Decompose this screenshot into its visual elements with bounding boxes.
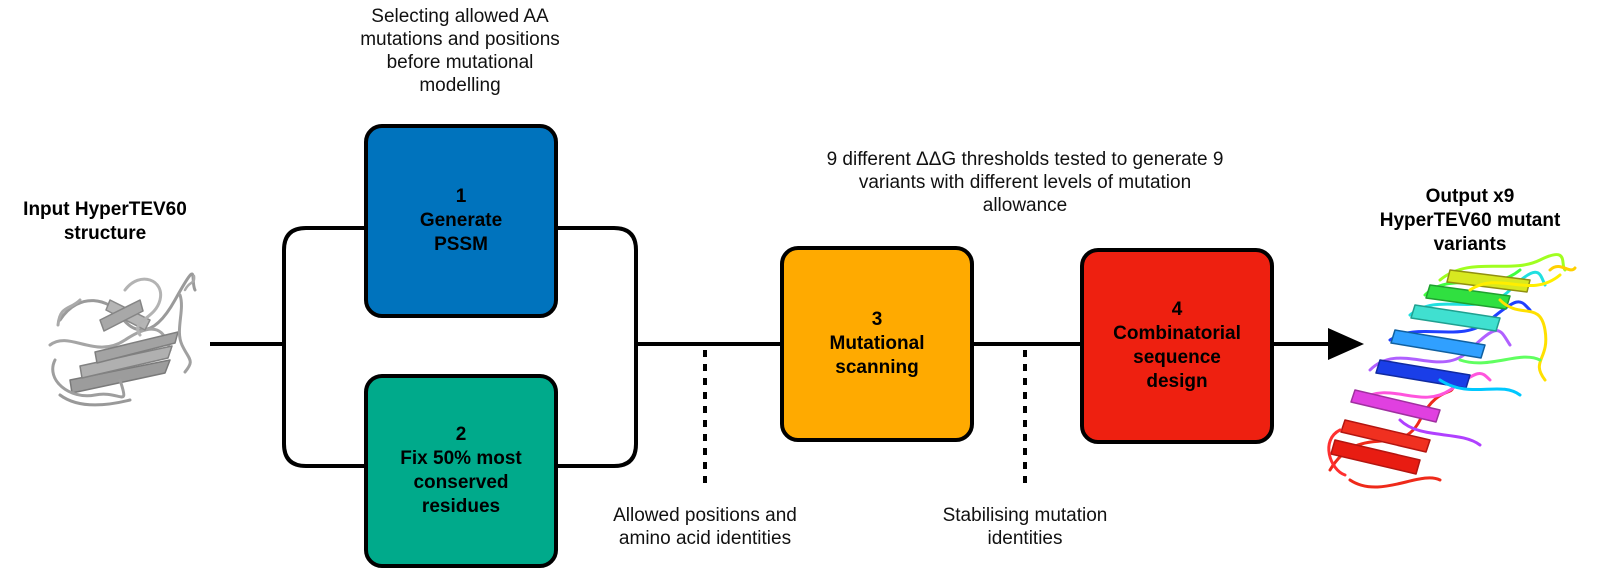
threshold-note: 9 different ΔΔG thresholds tested to gen… xyxy=(785,148,1265,217)
allowed-note-line1: Allowed positions and xyxy=(613,505,797,526)
output-label-line2: HyperTEV60 mutant xyxy=(1379,210,1561,231)
input-protein-structure-image xyxy=(48,272,197,407)
step-title-line3: residues xyxy=(421,496,501,517)
output-label-line1: Output x9 xyxy=(1425,186,1515,207)
output-arrowhead xyxy=(1328,328,1364,360)
threshold-note-line2: variants with different levels of mutati… xyxy=(858,172,1192,193)
step-3-mutational-scanning-box: 3 Mutational scanning xyxy=(780,246,974,442)
step-4-combinatorial-design-box: 4 Combinatorial sequence design xyxy=(1080,248,1274,444)
selection-note-line3: before mutational xyxy=(386,52,534,73)
output-label-line3: variants xyxy=(1433,234,1507,255)
output-label: Output x9 HyperTEV60 mutant variants xyxy=(1360,185,1580,257)
stabilising-note-line2: identities xyxy=(987,528,1063,549)
step-title-line2: conserved xyxy=(413,472,509,493)
input-label-line2: structure xyxy=(63,223,147,244)
input-label: Input HyperTEV60 structure xyxy=(5,198,205,246)
step-title-line2: scanning xyxy=(835,357,919,378)
selection-note-line2: mutations and positions xyxy=(360,29,560,50)
stabilising-identities-note: Stabilising mutation identities xyxy=(915,504,1135,550)
step-title-line2: sequence xyxy=(1133,347,1221,368)
threshold-note-line1: 9 different ΔΔG thresholds tested to gen… xyxy=(826,149,1224,170)
step-title-line1: Combinatorial xyxy=(1113,323,1241,344)
step-number: 2 xyxy=(455,424,467,445)
step-1-generate-pssm-box: 1 Generate PSSM xyxy=(364,124,558,318)
input-label-line1: Input HyperTEV60 xyxy=(23,199,187,220)
step-title-line1: Generate xyxy=(419,210,503,231)
step-title-line1: Fix 50% most xyxy=(400,448,522,469)
step-title-line2: PSSM xyxy=(434,234,488,255)
threshold-note-line3: allowance xyxy=(982,195,1068,216)
selection-note-line4: modelling xyxy=(419,75,501,96)
output-protein-ensemble-image xyxy=(1327,253,1577,489)
stabilising-note-line1: Stabilising mutation xyxy=(942,505,1108,526)
step-title-line3: design xyxy=(1146,371,1208,392)
selection-note-line1: Selecting allowed AA xyxy=(371,6,549,27)
branch-bracket-right xyxy=(556,226,638,468)
allowed-positions-note: Allowed positions and amino acid identit… xyxy=(590,504,820,550)
selection-note: Selecting allowed AA mutations and posit… xyxy=(330,5,590,97)
step-number: 3 xyxy=(871,309,883,330)
step-2-fix-conserved-box: 2 Fix 50% most conserved residues xyxy=(364,374,558,568)
allowed-note-line2: amino acid identities xyxy=(618,528,792,549)
branch-bracket-left xyxy=(282,226,364,468)
step-title-line1: Mutational xyxy=(829,333,925,354)
step-number: 4 xyxy=(1171,299,1183,320)
step-number: 1 xyxy=(455,186,467,207)
